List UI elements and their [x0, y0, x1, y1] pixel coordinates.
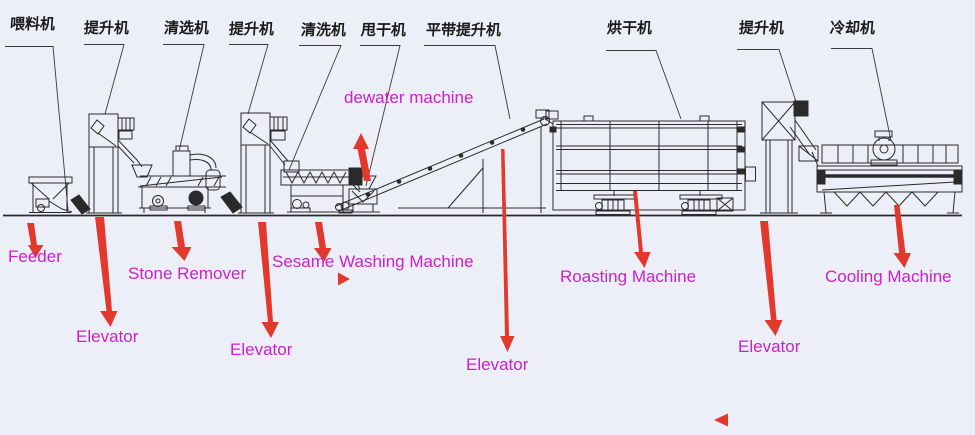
label-en-dewater-machine: dewater machine [344, 88, 474, 107]
label-cn-feeder: 喂料机 [9, 16, 56, 33]
label-cn-cleaner: 清选机 [163, 20, 210, 37]
label-en-feeder: Feeder [8, 247, 62, 266]
elevator1-drawing [86, 113, 143, 214]
belt-conveyor-drawing [335, 109, 550, 213]
elevator2-drawing [220, 112, 289, 214]
arrowhead-left-small [714, 413, 728, 427]
label-en-elevator-2: Elevator [230, 340, 293, 359]
arrow-stone-remover [171, 221, 192, 261]
label-cn-elevator-4: 提升机 [738, 20, 785, 37]
stone-remover-drawing [131, 145, 226, 213]
pointer-arrows [27, 133, 911, 427]
roasting-machine-drawing [544, 110, 756, 215]
feeder-drawing [28, 176, 91, 215]
label-cn-belt-elevator: 平带提升机 [425, 22, 502, 39]
arrow-washing-machine [314, 222, 332, 262]
label-cn-dewater: 甩干机 [360, 22, 407, 39]
arrow-elevator-1 [95, 217, 118, 327]
label-cn-dryer: 烘干机 [606, 20, 653, 37]
arrow-elevator-3 [500, 149, 515, 352]
arrow-dewater-up [353, 133, 371, 181]
arrow-elevator-2 [258, 222, 279, 338]
cooling-machine-drawing [811, 130, 963, 214]
label-cn-cooler: 冷却机 [829, 20, 876, 37]
arrow-elevator-4 [760, 221, 783, 336]
label-en-elevator-3: Elevator [466, 355, 529, 374]
label-en-roasting-machine: Roasting Machine [560, 267, 697, 286]
arrow-roasting [633, 191, 651, 268]
label-en-elevator-1: Elevator [76, 327, 139, 346]
label-cn-elevator-2: 提升机 [228, 21, 275, 38]
arrow-cooling [893, 205, 911, 268]
label-cn-washer: 清洗机 [300, 22, 347, 39]
label-en-washing-machine: Sesame Washing Machine [272, 252, 474, 271]
label-en-elevator-4: Elevator [738, 337, 801, 356]
label-leader-lines [5, 44, 892, 211]
arrow-feeder [27, 223, 44, 258]
arrowhead-right-small [338, 272, 350, 286]
label-cn-elevator-1: 提升机 [83, 20, 130, 37]
label-en-cooling-machine: Cooling Machine [825, 267, 952, 286]
elevator4-drawing [760, 100, 819, 214]
label-en-stone-remover: Stone Remover [128, 264, 247, 283]
